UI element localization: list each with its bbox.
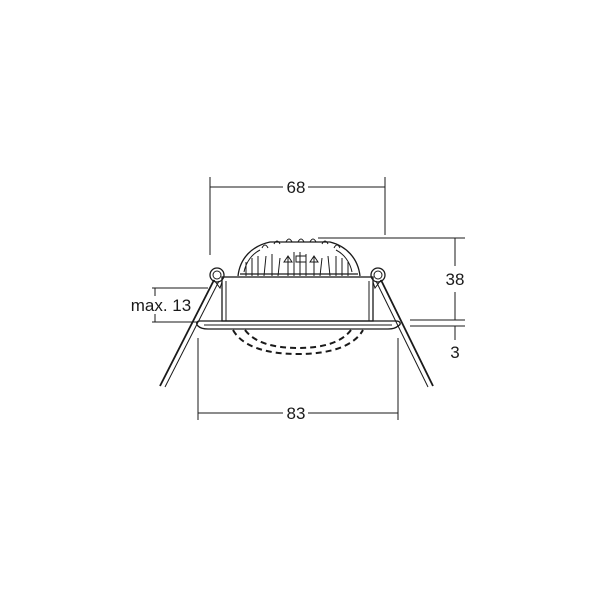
dimension-bezel-offset: 3 bbox=[410, 319, 465, 362]
dimension-ceiling-thickness: max. 13 bbox=[131, 287, 208, 323]
dimension-bottom-width: 83 bbox=[197, 338, 399, 423]
bezel-ring bbox=[196, 320, 401, 330]
dimension-top-width: 68 bbox=[209, 177, 386, 255]
dimension-label-83: 83 bbox=[287, 404, 306, 423]
housing-body bbox=[221, 276, 374, 322]
heat-sink bbox=[237, 238, 361, 277]
tilt-range-arcs bbox=[232, 329, 364, 356]
spring-clip-left bbox=[159, 267, 225, 388]
dimension-height: 38 bbox=[318, 237, 465, 320]
dimension-label-3: 3 bbox=[450, 343, 459, 362]
dimension-label-38: 38 bbox=[446, 270, 465, 289]
spring-clip-right bbox=[370, 267, 434, 388]
dimension-label-68: 68 bbox=[287, 178, 306, 197]
dimension-label-max-13: max. 13 bbox=[131, 296, 191, 315]
